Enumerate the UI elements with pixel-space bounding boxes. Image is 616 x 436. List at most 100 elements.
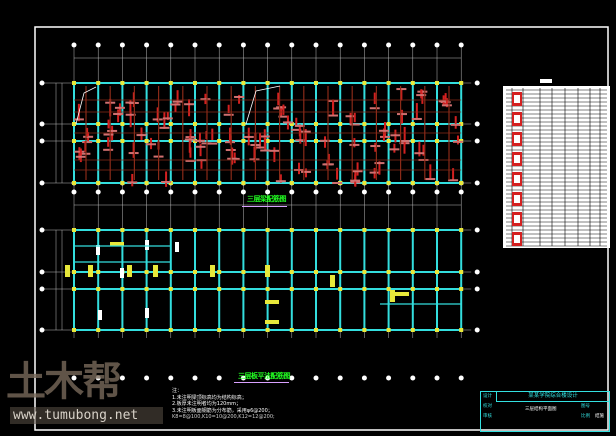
rebar-mark <box>295 139 306 142</box>
rebar-mark <box>194 139 205 142</box>
rebar-mark <box>195 145 206 148</box>
column <box>241 287 246 291</box>
column <box>289 122 294 126</box>
note-line: 3.未注明板面钢筋为分布筋，采用φ6@200； <box>172 407 273 414</box>
bottom-plan-title: 三层板平法配筋图 <box>238 372 291 380</box>
column <box>96 328 101 332</box>
column <box>241 270 246 274</box>
rebar-mark <box>349 143 360 146</box>
rebar-mark <box>328 114 339 117</box>
column <box>217 139 222 143</box>
rebar-mark <box>280 106 283 118</box>
rebar-mark <box>278 115 289 118</box>
rebar-mark <box>452 168 455 180</box>
slab-rebar-label <box>98 310 102 320</box>
rebar-mark <box>400 109 403 124</box>
column <box>410 122 415 126</box>
rebar-mark <box>416 94 427 97</box>
rebar-mark <box>249 158 260 161</box>
axis-bubble <box>168 375 174 381</box>
column <box>314 181 318 185</box>
slab-rebar-label <box>175 242 179 252</box>
axis-bubble <box>39 121 45 127</box>
axis-bubble <box>474 327 480 333</box>
column <box>338 139 343 143</box>
slab-rebar-label <box>120 268 124 278</box>
column <box>193 228 197 232</box>
column <box>459 270 464 274</box>
axis-bubble <box>313 189 319 195</box>
column <box>120 228 125 232</box>
rebar-mark <box>84 141 87 152</box>
rebar-mark <box>277 92 280 106</box>
beam-section-sketch <box>514 115 520 123</box>
rebar-mark <box>450 123 461 126</box>
rebar-mark <box>128 152 139 155</box>
column <box>241 81 246 85</box>
axis-bubble <box>144 189 150 195</box>
beam-section-sketch <box>514 155 520 163</box>
column <box>72 228 76 232</box>
rebar-mark <box>353 112 356 123</box>
column <box>338 328 343 332</box>
rebar-mark <box>118 103 121 116</box>
beam-section-sketch <box>514 135 520 143</box>
tb-label: 图号 <box>581 404 590 409</box>
axis-bubble <box>313 375 319 381</box>
rebar-mark <box>75 155 86 158</box>
note-line: 2.板厚未注明者均为120mm； <box>172 401 242 407</box>
rebar-mark <box>369 107 380 110</box>
slab-rebar-label <box>88 265 93 277</box>
rebar-mark <box>188 136 191 153</box>
note-line: 1.未注明梁顶标高均为结构标高； <box>172 394 247 401</box>
column <box>435 139 439 143</box>
rebar-mark <box>370 145 381 148</box>
column <box>410 228 415 232</box>
axis-bubble <box>95 42 101 48</box>
column <box>144 181 149 185</box>
column <box>168 287 173 291</box>
column <box>410 270 415 274</box>
column <box>362 139 367 143</box>
rebar-mark <box>80 152 91 155</box>
axis-bubble <box>410 189 416 195</box>
column <box>96 122 101 126</box>
rebar-mark <box>125 113 136 116</box>
column <box>265 181 270 185</box>
column <box>193 181 197 185</box>
column <box>193 287 197 291</box>
rebar-mark <box>300 130 311 133</box>
column <box>459 328 464 332</box>
column <box>72 81 76 85</box>
column <box>338 228 343 232</box>
column <box>314 81 318 85</box>
rebar-mark <box>320 139 331 142</box>
rebar-mark <box>356 162 359 176</box>
rebar-mark <box>273 147 276 163</box>
column <box>362 328 367 332</box>
axis-bubble <box>386 375 392 381</box>
column <box>120 287 125 291</box>
column <box>289 228 294 232</box>
column <box>435 328 439 332</box>
axis-bubble <box>434 375 440 381</box>
axis-bubble <box>386 42 392 48</box>
rebar-mark <box>259 132 262 149</box>
axis-bubble <box>39 138 45 144</box>
axis-bubble <box>474 121 480 127</box>
rebar-mark <box>140 127 143 141</box>
column <box>459 122 464 126</box>
rebar-mark <box>117 109 120 123</box>
rebar-mark <box>332 100 335 114</box>
column <box>338 287 343 291</box>
axis-bubble <box>265 189 271 195</box>
rebar-mark <box>253 146 256 163</box>
rebar-mark <box>421 89 424 104</box>
rebar-mark <box>227 157 238 160</box>
rebar-mark <box>127 181 138 184</box>
rebar-mark <box>114 106 125 109</box>
rebar-mark <box>129 111 132 128</box>
axis-bubble <box>119 189 125 195</box>
rebar-mark <box>227 104 230 114</box>
